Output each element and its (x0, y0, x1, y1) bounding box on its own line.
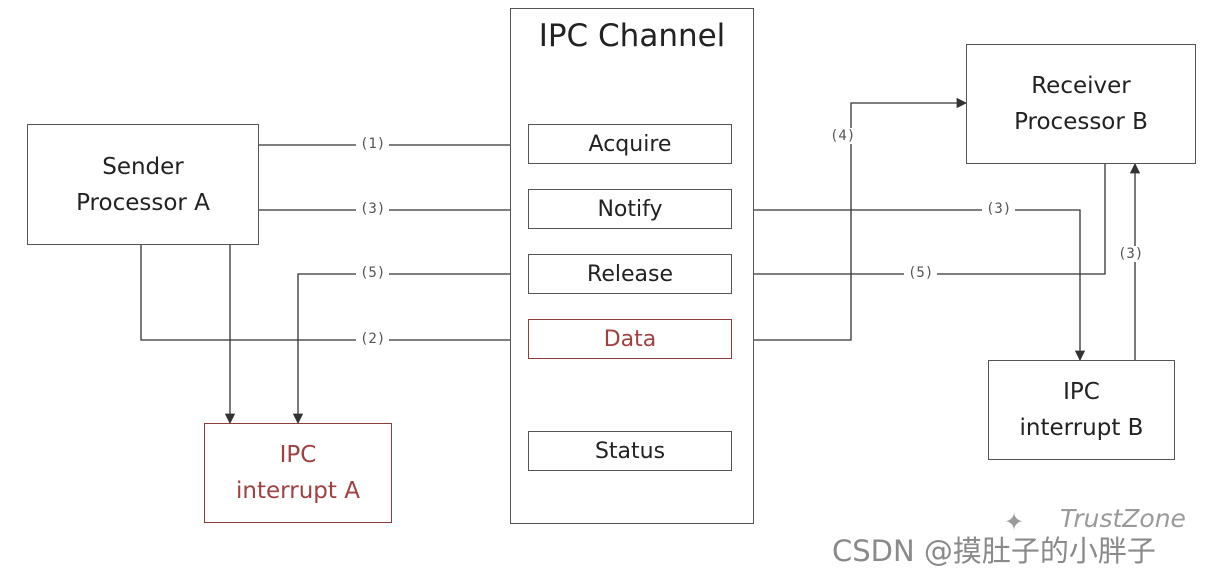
arrow-data-to-receiver (732, 97, 968, 341)
slot-notify: Notify (528, 189, 732, 229)
slot-status: Status (528, 431, 732, 471)
arrow-data (140, 245, 529, 346)
watermark-csdn: CSDN @摸肚子的小胖子 (832, 534, 1156, 568)
slot-data: Data (528, 319, 732, 359)
watermark-brand: TrustZone (1060, 504, 1186, 533)
label-step-data-to-receiver: (4) (826, 128, 860, 144)
label-step-interrupt-b-to-receiver: (3) (1114, 246, 1148, 262)
wechat-icon: ✦ (1004, 508, 1025, 536)
label-step-receiver-release: (5) (904, 265, 938, 281)
ipc-interrupt-a: IPC interrupt A (204, 423, 392, 523)
sender-processor-a: Sender Processor A (27, 124, 259, 245)
label-step-acquire: (1) (356, 136, 390, 152)
label-step-notify: (3) (356, 201, 390, 217)
slot-acquire: Acquire (528, 124, 732, 164)
slot-release: Release (528, 254, 732, 294)
arrow-release-to-interrupt-a (292, 273, 527, 425)
ipc-interrupt-b: IPC interrupt B (988, 360, 1175, 460)
ipc-channel-title: IPC Channel (538, 18, 726, 54)
arrow-receiver-to-release (732, 163, 1106, 274)
label-step-data: (2) (356, 331, 390, 347)
receiver-processor-b: Receiver Processor B (966, 44, 1196, 164)
label-step-release: (5) (356, 265, 390, 281)
arrow-notify-to-interrupt-b (732, 209, 1086, 362)
label-step-notify-to-interrupt-b: (3) (982, 201, 1016, 217)
